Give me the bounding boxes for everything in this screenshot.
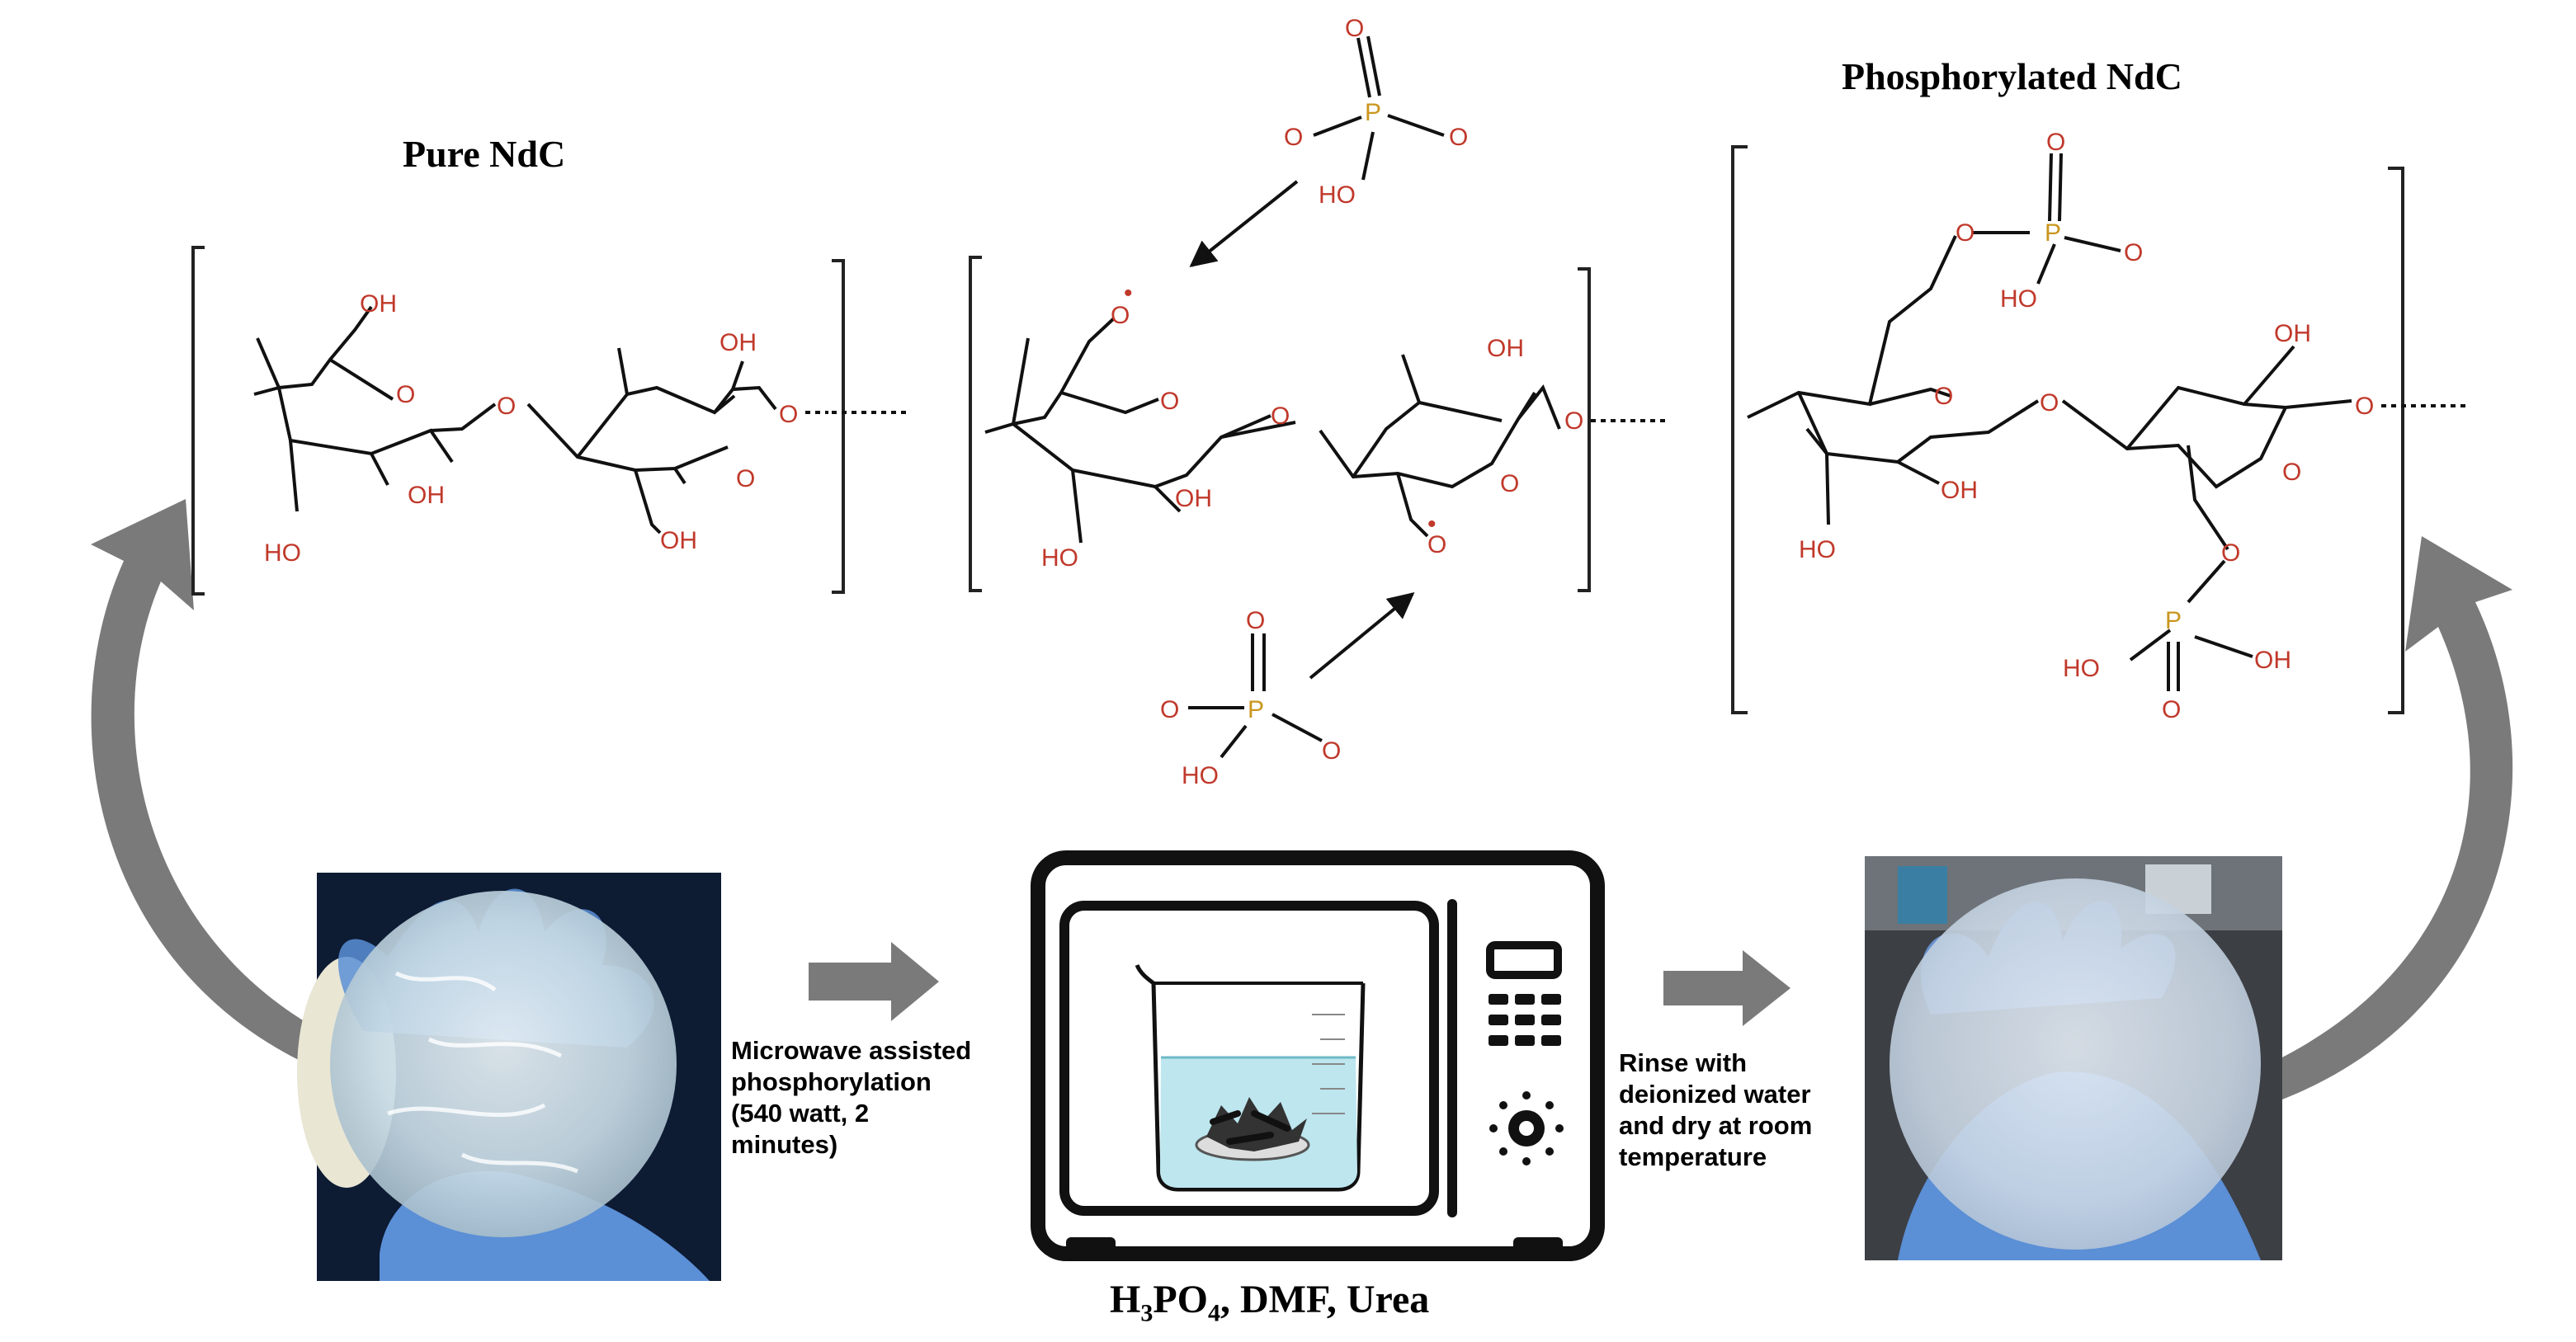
atom-label: O <box>2221 539 2240 567</box>
atom-label: OH <box>719 329 757 356</box>
atom-label: O <box>2355 393 2374 420</box>
radical-dot: • <box>1427 511 1437 538</box>
pure-ndc-photo <box>297 873 721 1281</box>
atom-label: O <box>1427 531 1446 558</box>
brackets <box>191 145 2404 714</box>
atom-label: O <box>1564 407 1583 435</box>
atom-label: O <box>1449 124 1468 151</box>
radical-dot: • <box>1124 280 1133 307</box>
microwave-oven <box>1031 850 1605 1261</box>
atom-label: OH <box>1941 477 1978 504</box>
atom-label: OH <box>1487 335 1524 362</box>
atom-label: P <box>1248 696 1264 723</box>
left-curved-arrow <box>91 499 307 1064</box>
process-arrow-2 <box>1663 950 1790 1026</box>
atom-label: O <box>2162 696 2181 723</box>
atom-label: OH <box>1175 485 1212 512</box>
atom-label: O <box>1956 219 1974 247</box>
pure-ndc-title: Pure NdC <box>403 133 566 175</box>
radical-structure <box>984 317 1667 544</box>
phosphorylated-ndc-structure <box>1747 153 2467 691</box>
atom-label: O <box>1500 470 1519 497</box>
caption-line: Rinse with <box>1619 1048 1748 1077</box>
caption-line: deionized water <box>1619 1080 1811 1109</box>
caption-line: Microwave assisted <box>731 1036 972 1065</box>
atom-label: HO <box>2063 655 2100 682</box>
atom-label: HO <box>1041 544 1078 572</box>
atom-label: O <box>779 401 798 428</box>
atom-label: HO <box>264 539 301 567</box>
atom-label: O <box>736 465 755 492</box>
atom-label: O <box>497 393 516 420</box>
phosphate-bottom: O P O O HO <box>1160 591 1415 789</box>
atom-label: O <box>1160 388 1179 415</box>
atom-label: P <box>2165 607 2182 634</box>
atom-label: OH <box>2254 647 2291 674</box>
attack-arrow-bottom <box>1309 591 1415 680</box>
atom-label: O <box>1271 403 1290 430</box>
caption-line: (540 watt, 2 <box>731 1099 870 1128</box>
atom-label: HO <box>1319 181 1356 209</box>
atom-label: O <box>1160 696 1179 723</box>
process-arrow-1 <box>809 942 939 1021</box>
atom-label: HO <box>2000 285 2037 313</box>
atom-label: O <box>2040 389 2059 417</box>
atom-label: O <box>2282 459 2301 486</box>
atom-label: OH <box>408 482 445 509</box>
atom-label: O <box>2124 239 2143 266</box>
atom-label: P <box>1365 99 1381 126</box>
phosphorylated-ndc-photo <box>1865 856 2282 1260</box>
atom-label: O <box>2046 129 2065 156</box>
caption-line: minutes) <box>731 1130 838 1159</box>
caption-line: phosphorylation <box>731 1067 932 1096</box>
radical-atoms: O • O OH HO O OH O O • O <box>1041 280 1583 572</box>
pure-ndc-atoms: OH O OH HO O OH O OH O <box>264 290 798 567</box>
atom-label: OH <box>660 527 697 554</box>
caption-line: and dry at room <box>1619 1111 1813 1140</box>
pure-ndc-structure <box>253 305 908 534</box>
atom-label: P <box>2045 219 2061 247</box>
atom-label: O <box>1246 607 1265 634</box>
microwave-caption: Microwave assisted phosphorylation (540 … <box>731 1035 971 1161</box>
phosphate-top: O P O O HO <box>1189 15 1468 267</box>
atom-label: O <box>1284 124 1303 151</box>
atom-label: O <box>1934 383 1953 410</box>
atom-label: O <box>1345 15 1364 42</box>
phosphorylated-ndc-title: Phosphorylated NdC <box>1842 55 2182 97</box>
caption-line: temperature <box>1619 1142 1767 1171</box>
right-curved-arrow <box>2276 536 2513 1102</box>
atom-label: HO <box>1799 536 1836 563</box>
atom-label: O <box>1111 302 1130 329</box>
atom-label: OH <box>2274 320 2311 347</box>
atom-label: HO <box>1182 762 1219 789</box>
phosphorylated-ndc-atoms: O P O O HO O OH HO O OH O O O P HO OH O <box>1799 129 2374 723</box>
atom-label: O <box>1322 737 1341 765</box>
atom-label: O <box>396 381 415 408</box>
atom-label: OH <box>360 290 397 318</box>
rinse-caption: Rinse with deionized water and dry at ro… <box>1619 1048 1812 1173</box>
attack-arrow-top <box>1189 180 1299 267</box>
reagents-label: H3PO4, DMF, Urea <box>1110 1278 1430 1327</box>
